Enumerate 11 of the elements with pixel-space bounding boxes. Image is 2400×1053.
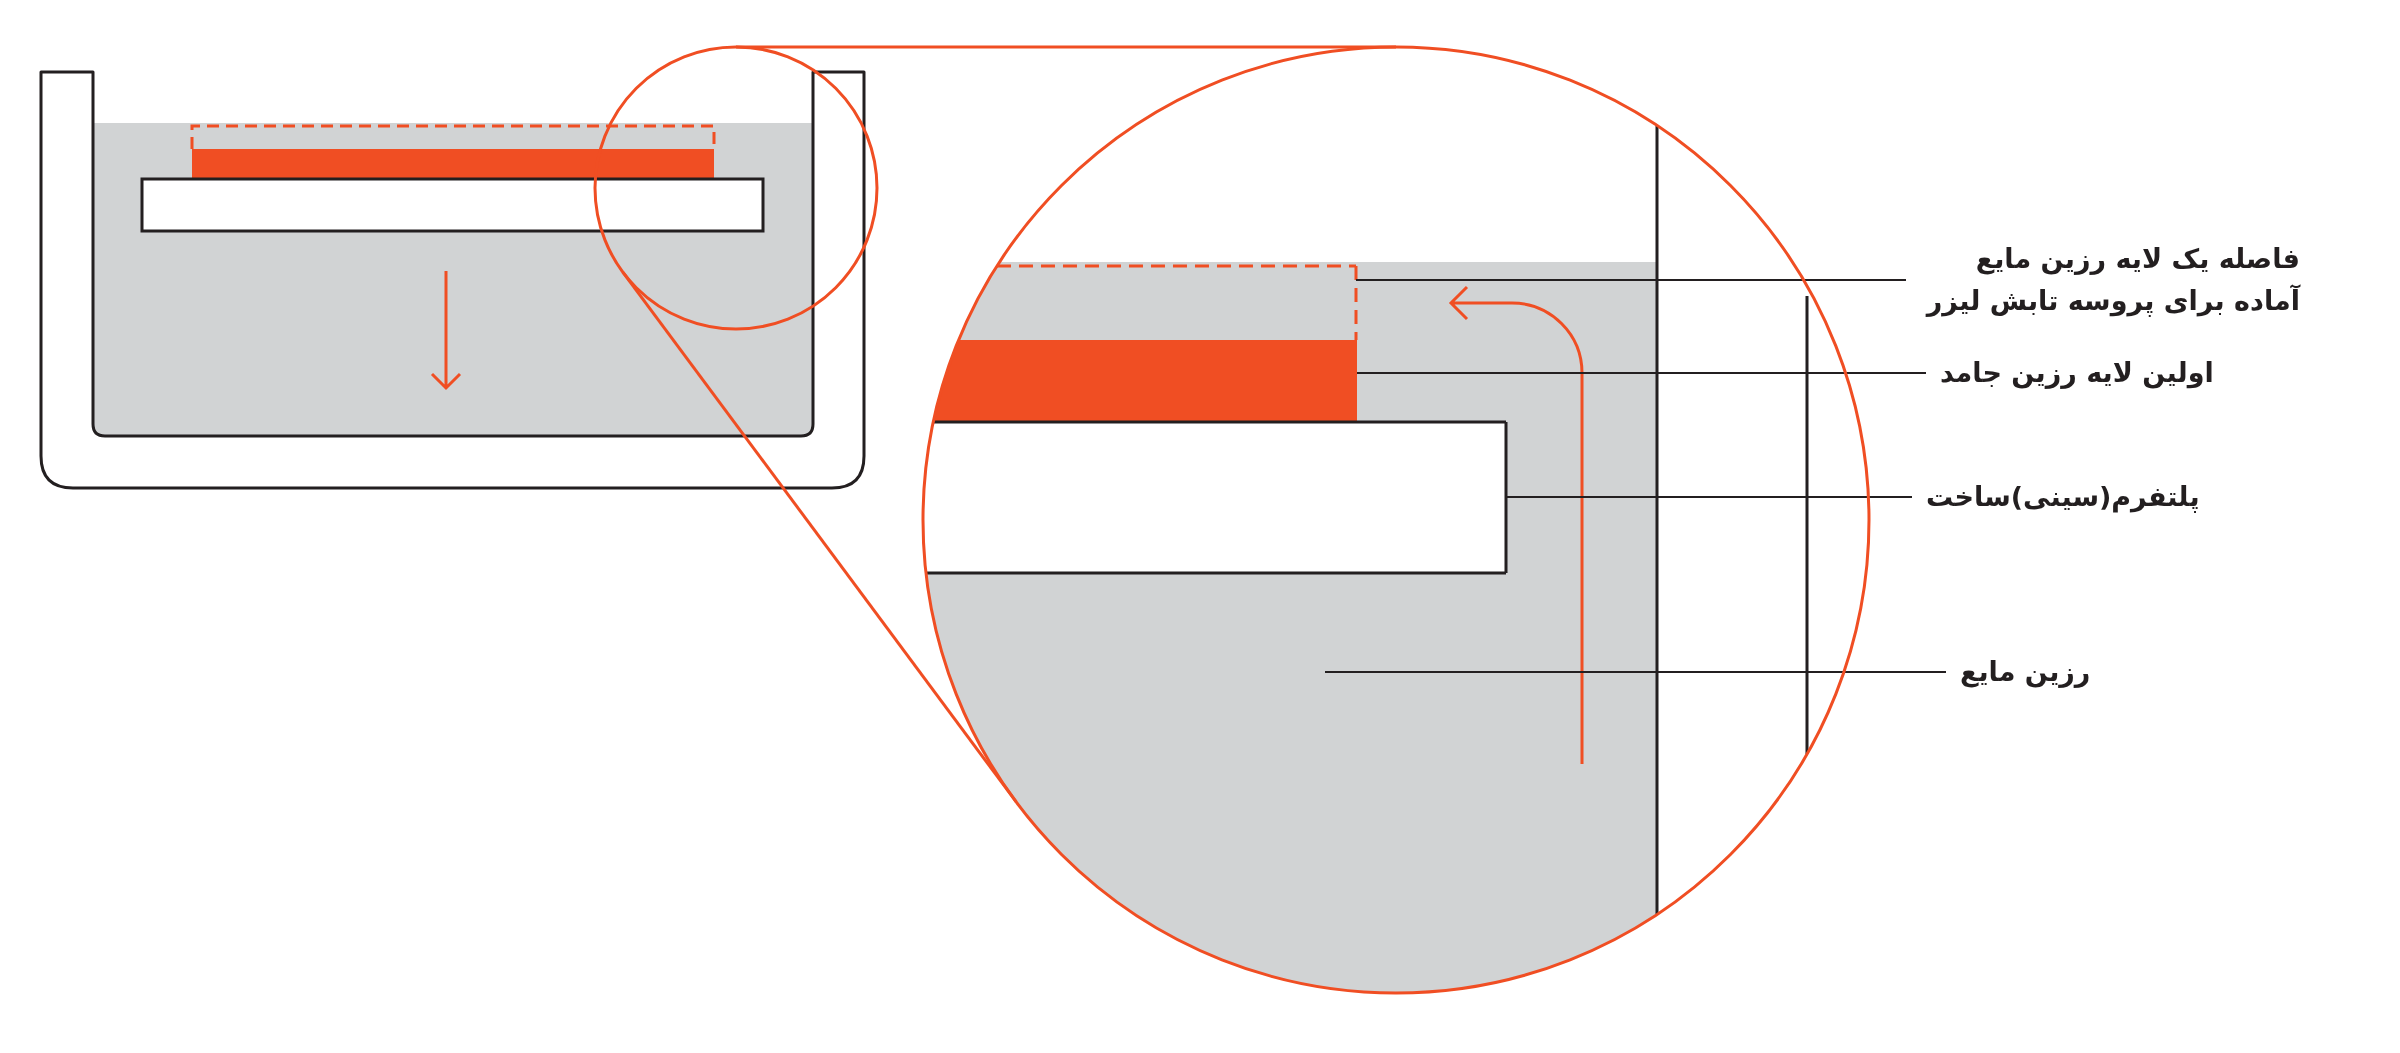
callout-label: اولین لایه رزین جامد [1940,352,2214,394]
leader-line [1355,279,1907,281]
next-layer-outline [995,264,1358,342]
build-platform [923,420,1508,575]
solid-resin-layer [933,340,1357,421]
callout-label: رزین مایع [1960,651,2091,693]
leader-line [1356,372,1927,374]
callout-label: پلتفرم(سینی)ساخت [1926,476,2200,518]
leader-line [1324,671,1947,673]
callout-label: فاصله یک لایه رزین مایع آماده برای پروسه تابش لیزر [1920,238,2300,322]
leader-line [1505,496,1913,498]
